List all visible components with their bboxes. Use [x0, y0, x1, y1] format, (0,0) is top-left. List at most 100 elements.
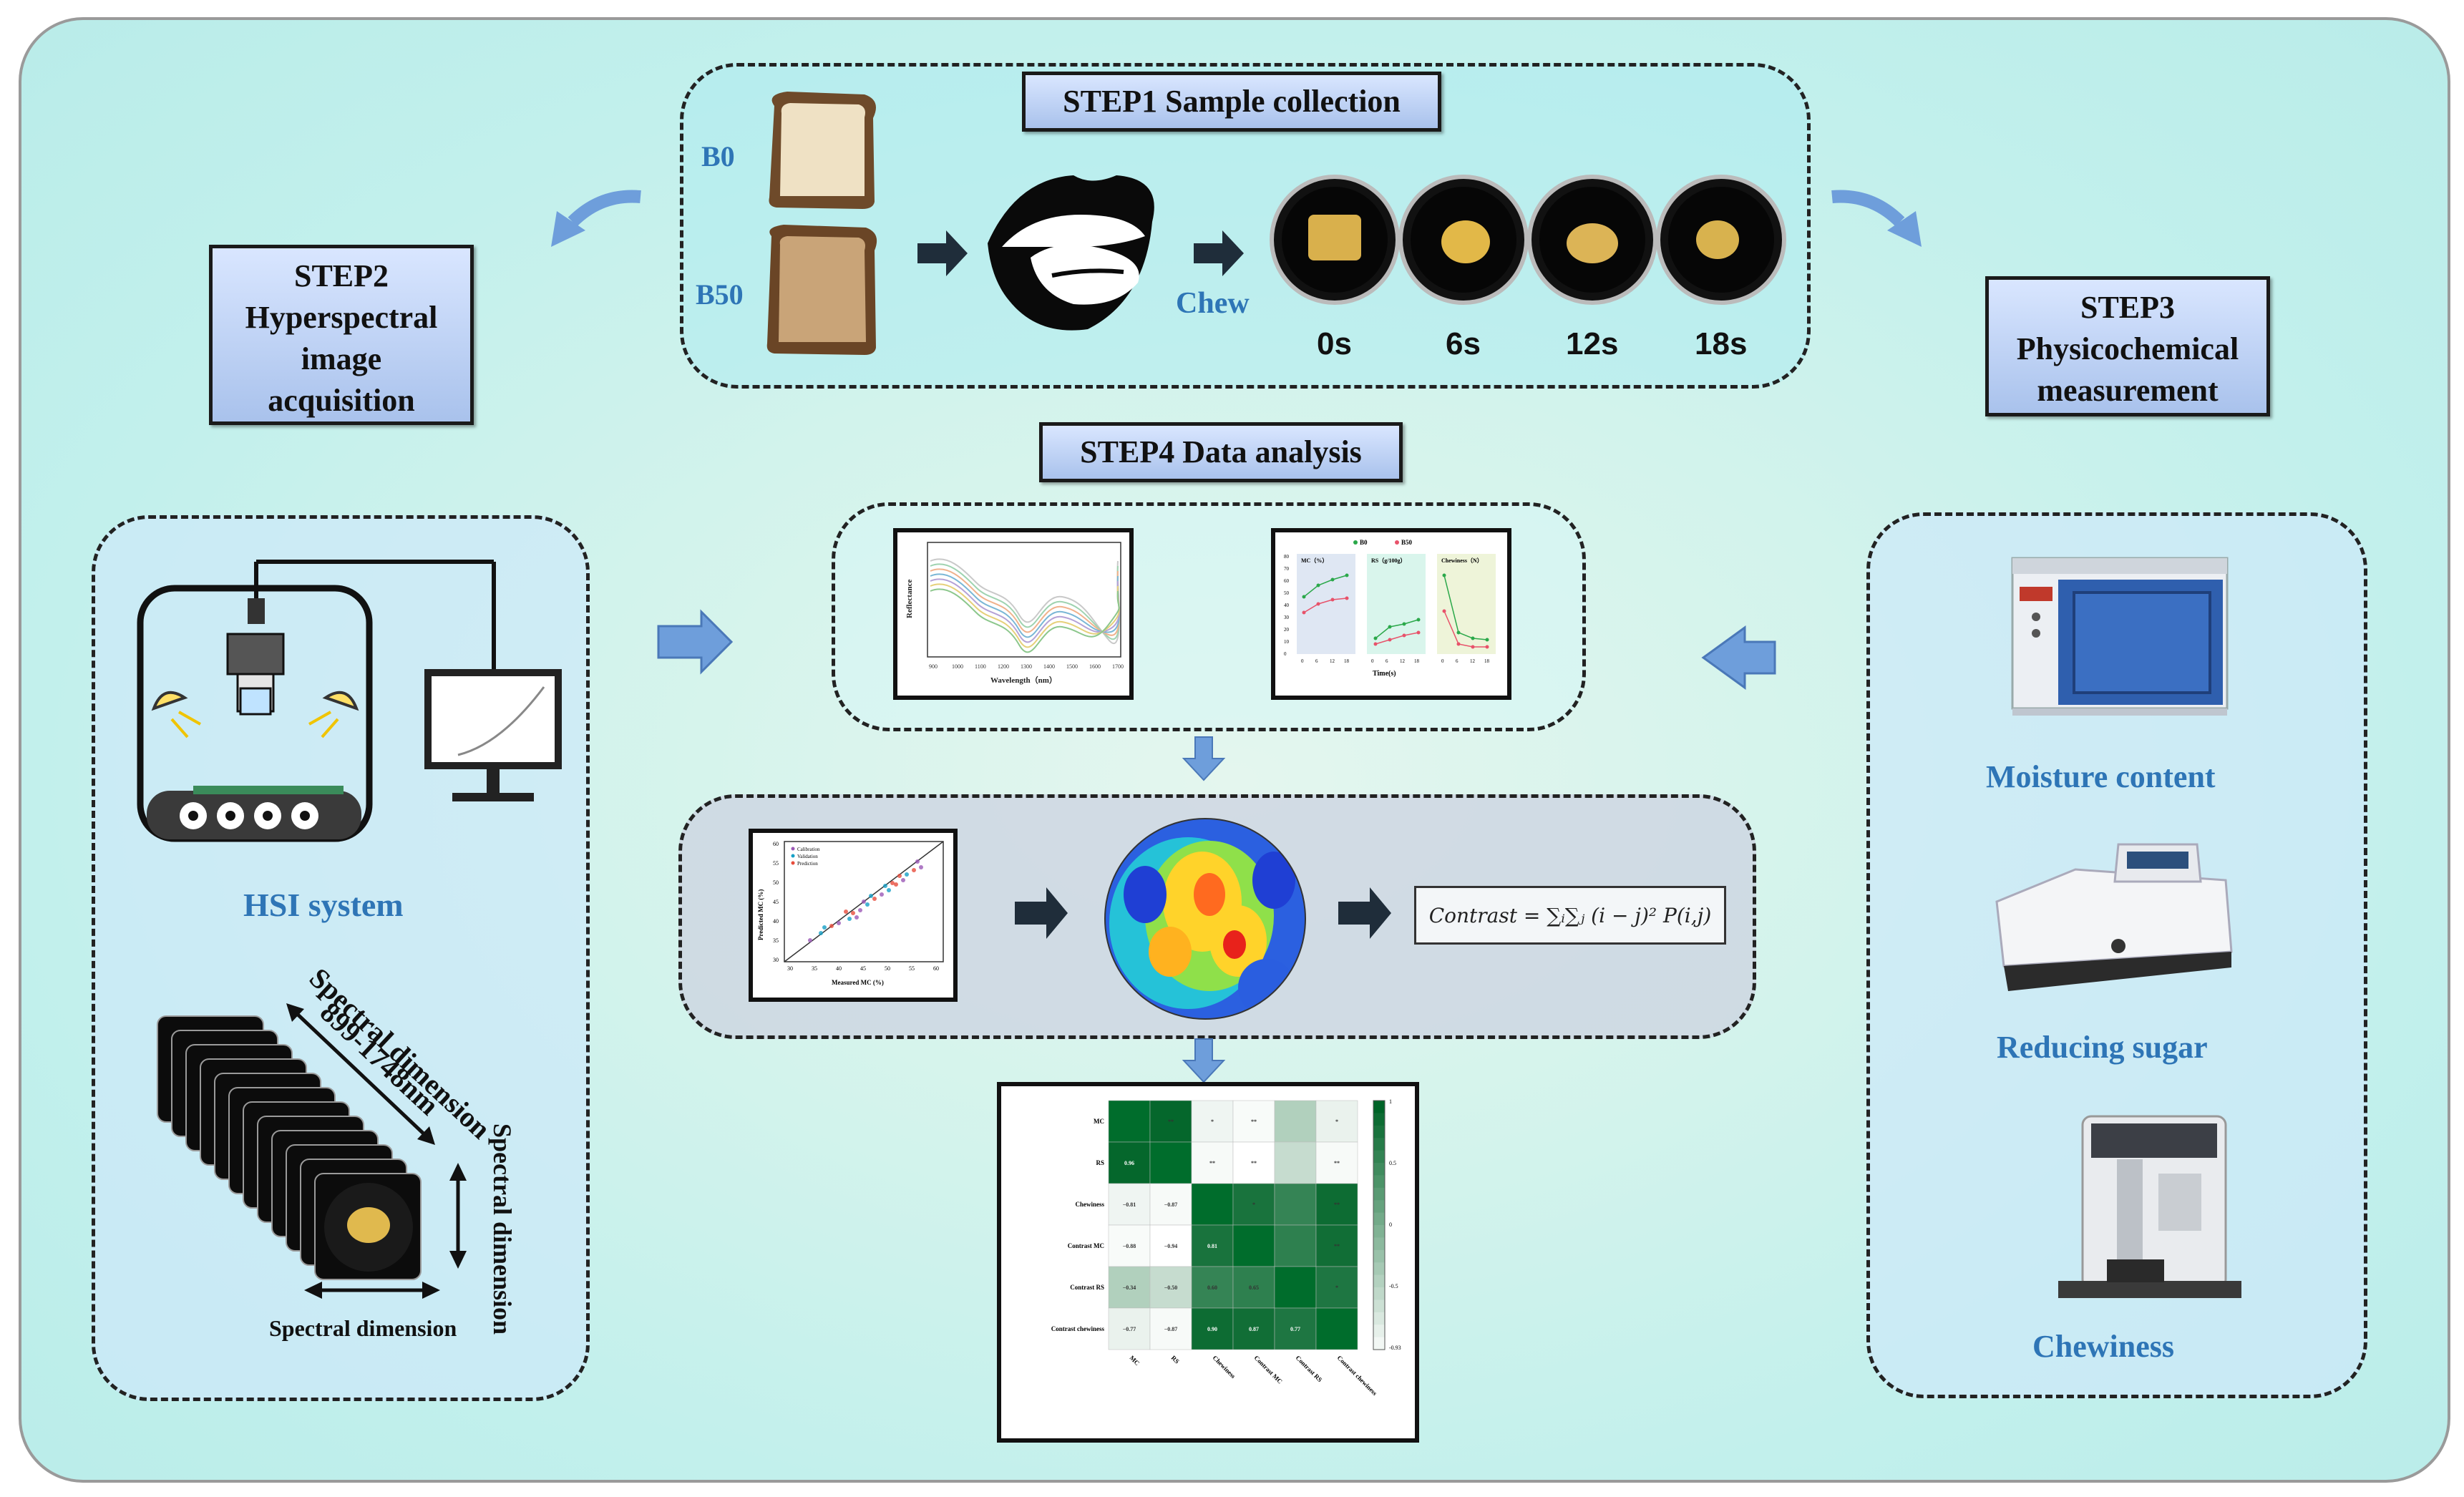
data-point	[1316, 602, 1320, 606]
heatmap-cell-label: **	[1251, 1160, 1257, 1166]
xtick: 12	[1330, 658, 1335, 664]
step2-line1: STEP2	[293, 258, 389, 293]
block-arrow-left-icon	[1701, 625, 1776, 690]
bread-b0-image	[769, 92, 876, 209]
heatmap-cell-label: **	[1251, 1118, 1257, 1125]
heatmap-cell	[1149, 1307, 1192, 1350]
heatmap-col-label: RS	[1170, 1354, 1181, 1365]
scatter-ytick: 30	[773, 957, 779, 963]
scatter-point	[862, 899, 866, 904]
time-label-6s: 6s	[1446, 326, 1481, 361]
b50-label: B50	[696, 278, 744, 311]
scatter-xtick: 60	[933, 965, 939, 972]
ytick: 0	[1284, 651, 1287, 657]
spectrum-line	[930, 583, 1120, 648]
scatter-ytick: 40	[773, 918, 779, 925]
b0-label: B0	[701, 140, 735, 172]
scatter-xtick: 40	[836, 965, 842, 972]
step3-title: STEP3 Physicochemical measurement	[1985, 276, 2270, 416]
scatter-point	[887, 888, 891, 892]
legend-marker	[1353, 540, 1358, 545]
series-line	[1375, 619, 1419, 639]
scatter-ylabel: Predicted MC (%)	[757, 889, 764, 940]
heatmap-cell-label: 0.77	[1290, 1326, 1300, 1332]
hsi-chamber-image	[137, 560, 496, 842]
legend-marker	[791, 854, 795, 858]
step4-title: STEP4 Data analysis	[1039, 422, 1403, 482]
heatmap-cell-label: −0.77	[1123, 1326, 1136, 1332]
spectra-xtick: 1000	[952, 663, 963, 670]
colorbar-tick: -0.5	[1389, 1283, 1398, 1289]
heatmap-cell	[1232, 1224, 1275, 1267]
heatmap-cell	[1191, 1224, 1234, 1267]
heatmap-cell	[1149, 1141, 1192, 1184]
legend-b0: B0	[1360, 539, 1368, 546]
petri-dish-18s-image	[1656, 175, 1786, 305]
data-point	[1330, 577, 1335, 582]
heatmap-cell	[1274, 1141, 1317, 1184]
heatmap-cell	[1274, 1224, 1317, 1267]
heatmap-cell	[1149, 1224, 1192, 1267]
data-point	[1442, 573, 1446, 577]
bread-b50-image	[766, 225, 877, 355]
scatter-point	[819, 931, 823, 935]
scatter-point	[847, 917, 852, 921]
ytick: 50	[1284, 590, 1290, 596]
heatmap-cell-label: −0.88	[1123, 1243, 1136, 1249]
heatmap-cell-label: 0.81	[1207, 1243, 1217, 1249]
cube-bottom-label: Spectral dimension	[269, 1315, 457, 1341]
heatmap-cell	[1315, 1100, 1358, 1143]
spectrum-line	[930, 588, 1120, 653]
spectra-xtick: 1400	[1043, 663, 1055, 670]
xtick: 0	[1301, 658, 1304, 664]
spectrum-line	[930, 558, 1120, 644]
step2-line2: Hyperspectral	[245, 300, 438, 335]
spectra-xtick: 1600	[1089, 663, 1101, 670]
scatter-xtick: 50	[885, 965, 890, 972]
heatmap-cell	[1232, 1266, 1275, 1309]
data-point	[1373, 636, 1378, 640]
scatter-ytick: 55	[773, 860, 779, 867]
data-point	[1345, 573, 1349, 577]
colorbar-segment	[1373, 1237, 1385, 1251]
heatmap-cell	[1274, 1183, 1317, 1226]
data-point	[1402, 622, 1406, 626]
heatmap-cell-label: 0.60	[1207, 1284, 1217, 1291]
heatmap-cell-label: −0.87	[1164, 1201, 1178, 1208]
monitor-icon	[424, 669, 562, 801]
heatmap-cell-label: *	[1252, 1201, 1255, 1208]
heatmap-cell-label: *	[1211, 1118, 1214, 1125]
colorbar-segment	[1373, 1150, 1385, 1164]
panel-title: RS（g/100g）	[1371, 557, 1406, 564]
scatter-point	[897, 874, 902, 878]
time-label-12s: 12s	[1566, 326, 1619, 361]
legend-b50: B50	[1401, 539, 1413, 546]
xtick: 18	[1414, 658, 1420, 664]
colorbar-tick: 0.5	[1389, 1160, 1396, 1166]
step3-line1: STEP3	[2080, 290, 2176, 325]
spectra-xtick: 1500	[1066, 663, 1078, 670]
petri-dish-6s-image	[1398, 175, 1529, 305]
scatter-point	[872, 897, 877, 901]
data-point	[1388, 625, 1392, 629]
spectra-xlabel: Wavelength（nm）	[990, 676, 1057, 685]
contrast-formula: Contrast = ∑ᵢ∑ⱼ (i − j)² P(i,j)	[1414, 886, 1726, 945]
xtick: 12	[1400, 658, 1406, 664]
heatmap-cell	[1315, 1224, 1358, 1267]
colorbar-tick: 0	[1389, 1222, 1392, 1228]
scatter-point	[829, 924, 834, 928]
series-line	[1443, 575, 1488, 640]
spectra-xtick: 1300	[1021, 663, 1032, 670]
heatmap-cell-label: 0.65	[1249, 1284, 1259, 1291]
colorbar-segment	[1373, 1175, 1385, 1189]
ytick: 20	[1284, 627, 1290, 633]
spectra-xtick: 1700	[1112, 663, 1124, 670]
colorbar-segment	[1373, 1274, 1385, 1288]
heatmap-col-label: MC	[1129, 1354, 1141, 1367]
heatmap-row-label: Chewiness	[1075, 1201, 1104, 1208]
heatmap-cell	[1315, 1141, 1358, 1184]
colorbar-segment	[1373, 1138, 1385, 1151]
